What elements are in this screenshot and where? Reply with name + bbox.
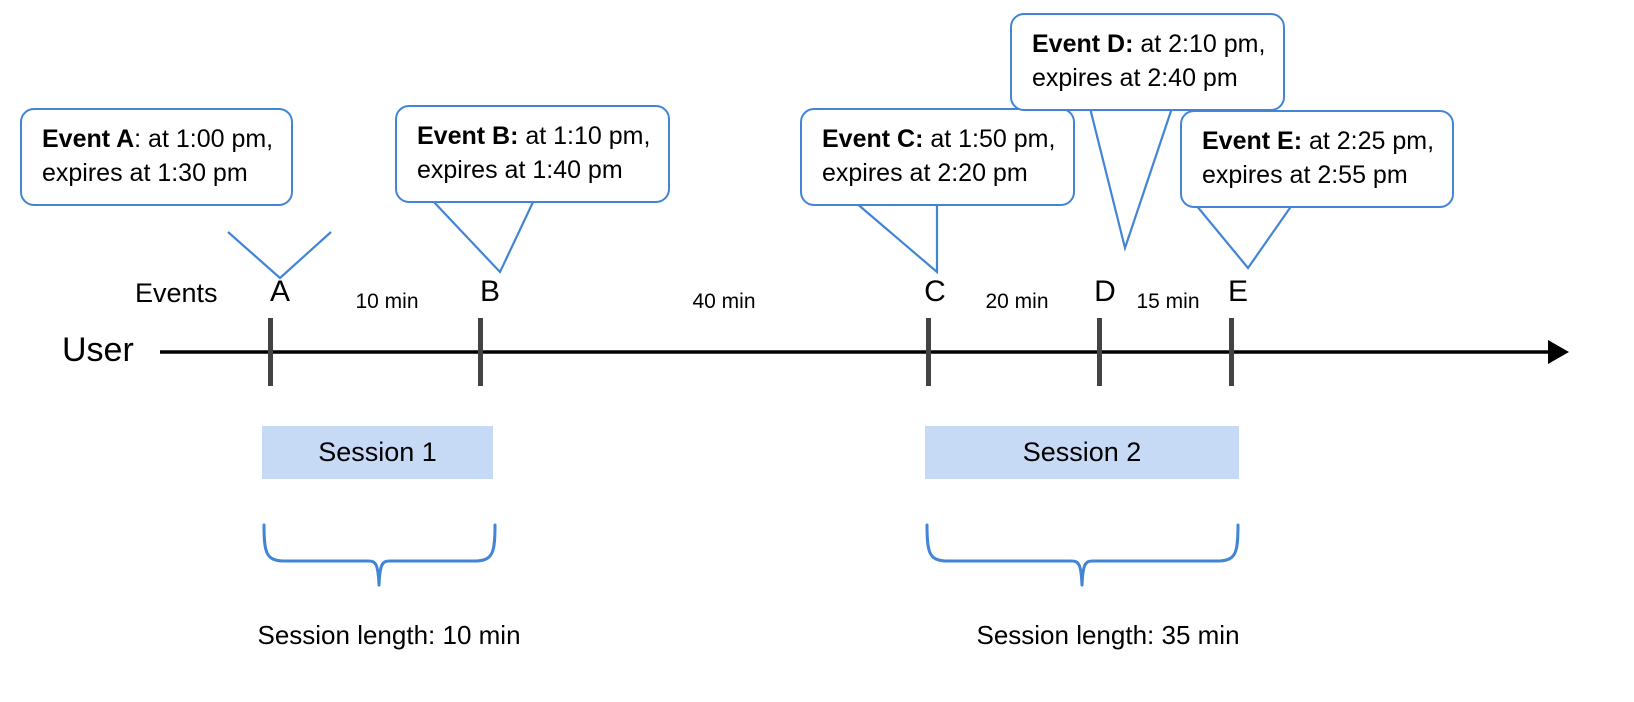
- callout-event-b-title: Event B:: [417, 122, 519, 150]
- brace-session-1: [262, 523, 497, 587]
- callout-event-e-time: at 2:25 pm,: [1302, 127, 1435, 155]
- interval-label-a-b: 10 min: [355, 290, 419, 313]
- session-box-2-label: Session 2: [1022, 437, 1142, 467]
- callout-event-e-line1: Event E: at 2:25 pm,: [1202, 127, 1434, 155]
- callout-event-a-line2: expires at 1:30 pm: [42, 158, 248, 187]
- callout-event-a-line1: Event A: at 1:00 pm,: [42, 125, 273, 153]
- events-row-label: Events: [135, 278, 218, 308]
- interval-label-c-d: 20 min: [985, 290, 1049, 313]
- callout-event-b-line1: Event B: at 1:10 pm,: [417, 122, 650, 150]
- callout-event-d-title: Event D:: [1032, 30, 1134, 58]
- brace-session-2: [925, 523, 1240, 587]
- marker-tick-d: [1097, 318, 1102, 386]
- marker-tick-b: [478, 318, 483, 386]
- session-length-caption-2: Session length: 35 min: [976, 620, 1240, 650]
- callout-event-d-line1: Event D: at 2:10 pm,: [1032, 30, 1265, 58]
- callout-event-b-line2: expires at 1:40 pm: [417, 155, 623, 184]
- callout-event-d: Event D: at 2:10 pm, expires at 2:40 pm: [1010, 13, 1286, 111]
- session-box-1: Session 1: [262, 426, 493, 479]
- connector-event-e: [1195, 204, 1293, 270]
- callout-event-c-title: Event C:: [822, 125, 924, 153]
- callout-event-c-time: at 1:50 pm,: [923, 125, 1056, 153]
- session-box-2: Session 2: [925, 426, 1239, 479]
- marker-label-b: B: [479, 275, 501, 308]
- callout-event-a-time: at 1:00 pm,: [141, 125, 274, 153]
- callout-event-a-separator: :: [134, 125, 142, 153]
- callout-event-b-time: at 1:10 pm,: [518, 122, 651, 150]
- callout-event-a: Event A: at 1:00 pm, expires at 1:30 pm: [20, 108, 294, 206]
- callout-event-e-line2: expires at 2:55 pm: [1202, 160, 1408, 189]
- callout-event-d-time: at 2:10 pm,: [1133, 30, 1266, 58]
- interval-label-b-c: 40 min: [692, 290, 756, 313]
- connector-event-d: [1088, 107, 1174, 252]
- marker-tick-c: [926, 318, 931, 386]
- connector-event-a: [227, 231, 332, 280]
- timeline-arrowhead-icon: [1548, 340, 1569, 364]
- callout-event-c-line2: expires at 2:20 pm: [822, 158, 1028, 187]
- session-length-caption-1: Session length: 10 min: [257, 620, 521, 650]
- callout-event-c: Event C: at 1:50 pm, expires at 2:20 pm: [800, 108, 1076, 206]
- connector-event-c: [854, 201, 939, 275]
- marker-label-d: D: [1094, 275, 1116, 308]
- marker-label-c: C: [924, 275, 946, 308]
- axis-row-label-user: User: [62, 331, 134, 369]
- session-box-1-label: Session 1: [318, 437, 437, 467]
- callout-event-b: Event B: at 1:10 pm, expires at 1:40 pm: [395, 105, 671, 203]
- callout-event-e: Event E: at 2:25 pm, expires at 2:55 pm: [1180, 110, 1455, 208]
- marker-label-a: A: [269, 275, 291, 308]
- marker-tick-a: [268, 318, 273, 386]
- connector-event-b: [431, 199, 535, 274]
- interval-label-d-e: 15 min: [1136, 290, 1200, 313]
- callout-event-d-line2: expires at 2:40 pm: [1032, 63, 1238, 92]
- callout-event-c-line1: Event C: at 1:50 pm,: [822, 125, 1055, 153]
- marker-label-e: E: [1227, 275, 1249, 308]
- marker-tick-e: [1229, 318, 1234, 386]
- callout-event-a-title: Event A: [42, 125, 135, 153]
- callout-event-e-title: Event E:: [1202, 127, 1303, 155]
